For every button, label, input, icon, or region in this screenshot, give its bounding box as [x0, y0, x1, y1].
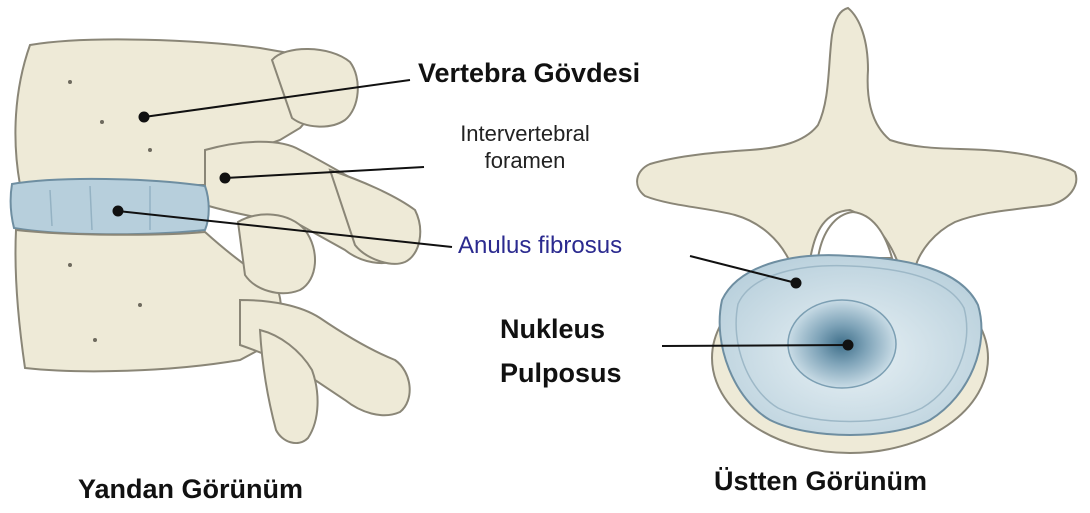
label-foramen-line1: Intervertebral: [430, 120, 620, 147]
caption-top-view: Üstten Görünüm: [714, 466, 927, 497]
label-anulus-fibrosus: Anulus fibrosus: [458, 232, 622, 260]
label-vertebra-body: Vertebra Gövdesi: [418, 58, 640, 89]
top-view-illustration: [637, 8, 1076, 453]
side-disc: [11, 179, 209, 234]
label-foramen-line2: foramen: [430, 147, 620, 174]
leader-nucleus: [662, 345, 848, 346]
side-view-illustration: [11, 39, 421, 443]
label-nucleus-line1: Nukleus: [500, 314, 605, 345]
label-intervertebral-foramen: Intervertebral foramen: [430, 120, 620, 174]
label-nucleus-line2: Pulposus: [500, 358, 622, 389]
caption-side-view: Yandan Görünüm: [78, 474, 303, 505]
nucleus-pulposus: [788, 300, 896, 388]
